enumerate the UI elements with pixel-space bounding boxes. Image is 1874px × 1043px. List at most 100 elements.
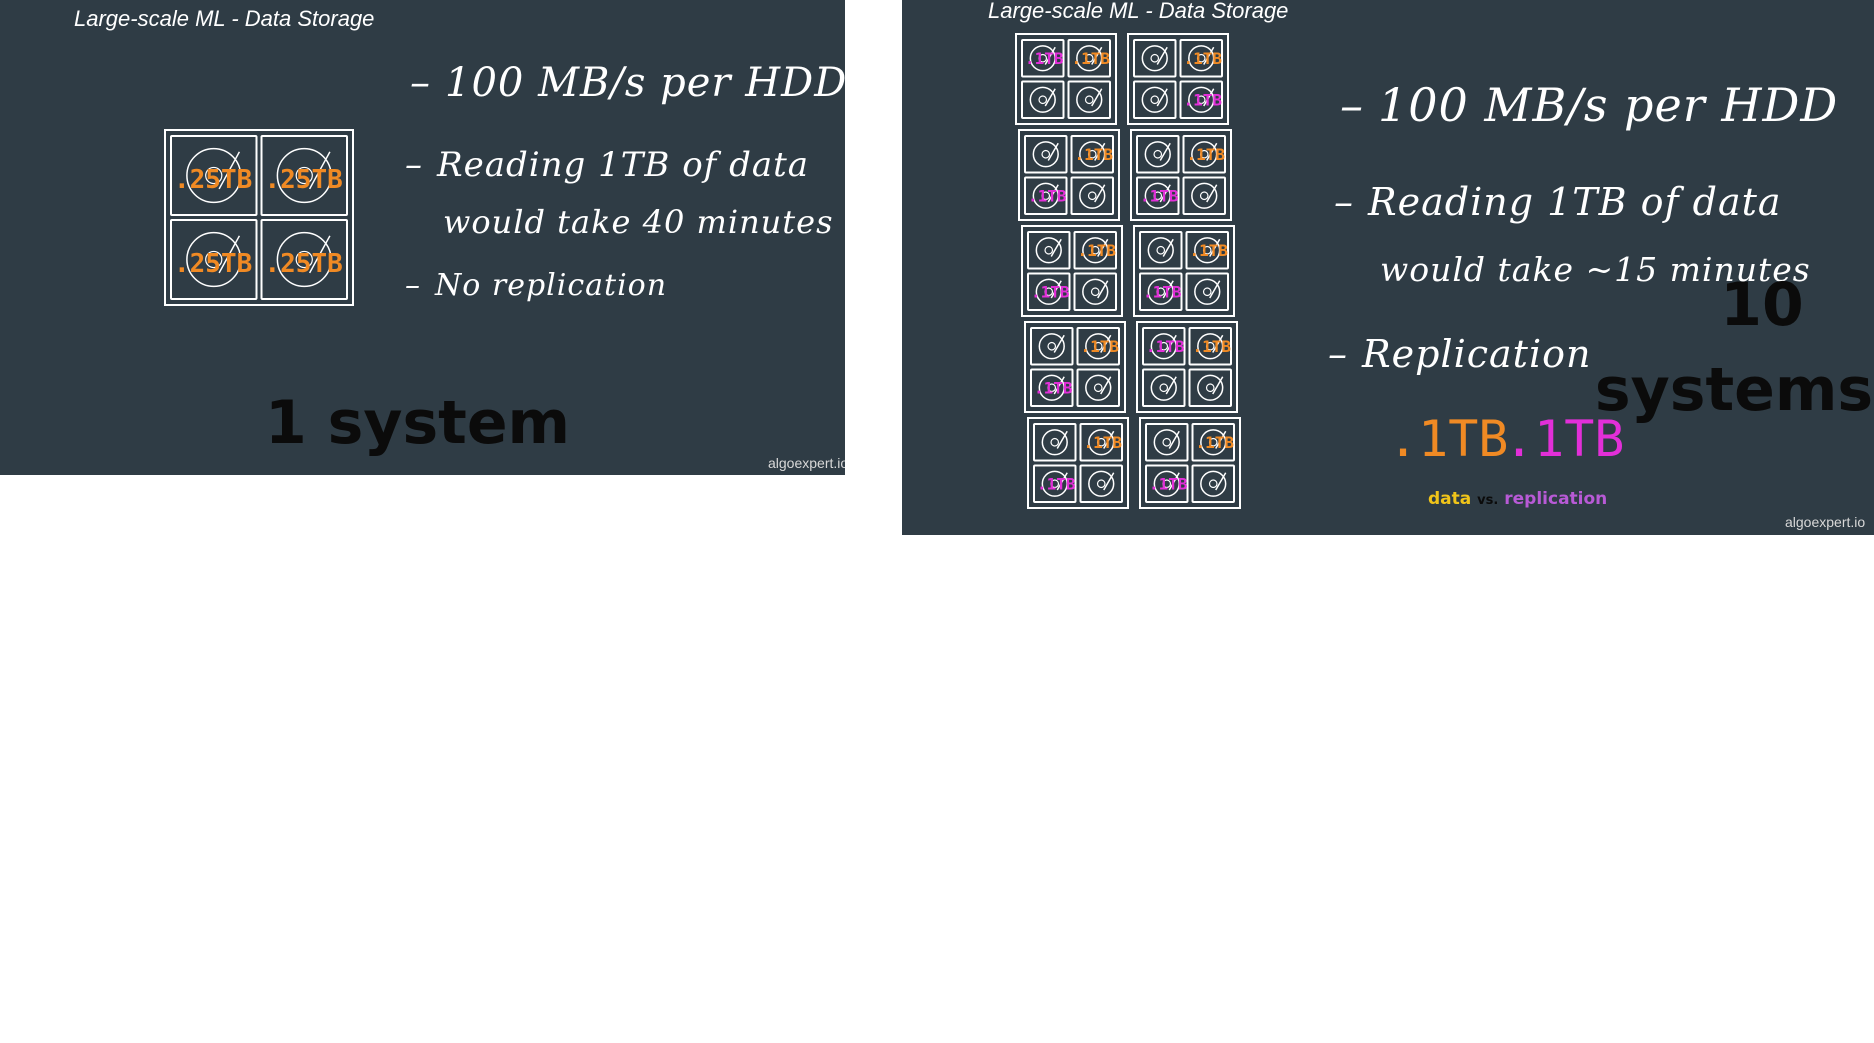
bullet-reading-cont: would take ~15 minutes: [1380, 250, 1811, 289]
platter-icon: [1076, 45, 1103, 72]
platter-icon: [1200, 470, 1227, 497]
read-arm-icon: [1159, 142, 1171, 161]
drive-capacity-label: .1TB: [1034, 379, 1073, 398]
read-arm-icon: [1094, 142, 1106, 161]
hard-drive-icon: [1021, 80, 1065, 119]
drive-capacity-label: .1TB: [1193, 337, 1232, 356]
drive-outline: [1142, 327, 1186, 366]
hard-drive-icon: .25TB: [260, 219, 348, 300]
bullet-replication-text: Replication: [1362, 332, 1592, 376]
hard-drive-icon: [1033, 423, 1077, 462]
platter-icon: [1188, 45, 1215, 72]
hard-drive-icon: .1TB: [1033, 464, 1077, 503]
bullet-reading: –Reading 1TB of data: [405, 145, 810, 185]
spindle-icon: [1041, 191, 1051, 201]
spindle-icon: [1162, 479, 1172, 489]
bullet-reading-text: Reading 1TB of data: [1368, 180, 1782, 224]
read-arm-icon: [1209, 280, 1221, 299]
drive-outline: [1079, 464, 1123, 503]
platter-icon: [1079, 141, 1106, 168]
system-enclosure: [1136, 321, 1238, 413]
drive-outline: [1185, 231, 1229, 270]
drive-outline: [170, 135, 258, 216]
drive-capacity-label: .1TB: [1190, 241, 1229, 260]
system-enclosure: [1127, 33, 1229, 125]
hard-drive-icon: [1139, 231, 1183, 270]
bullet-throughput: –100 MB/s per HDD: [1340, 78, 1839, 132]
read-arm-icon: [1203, 88, 1215, 107]
spindle-icon: [1199, 191, 1209, 201]
read-arm-icon: [1050, 238, 1062, 257]
drive-capacity-label: .25TB: [265, 165, 343, 195]
drive-capacity-label: .1TB: [1028, 187, 1067, 206]
spindle-icon: [1038, 95, 1048, 105]
spindle-icon: [1196, 53, 1206, 63]
spindle-icon: [1205, 383, 1215, 393]
spindle-icon: [1162, 437, 1172, 447]
spindle-icon: [1159, 383, 1169, 393]
drive-outline: [1145, 464, 1189, 503]
drive-outline: [1024, 176, 1068, 215]
spindle-icon: [1196, 95, 1206, 105]
hard-drive-icon: [1145, 423, 1189, 462]
drive-capacity-label: .1TB: [1025, 49, 1064, 68]
platter-icon: [1035, 237, 1062, 264]
bullet-reading-cont: would take 40 minutes: [443, 203, 834, 241]
spindle-icon: [1093, 383, 1103, 393]
platter-icon: [1191, 141, 1218, 168]
spindle-icon: [205, 250, 223, 269]
read-arm-icon: [1206, 184, 1218, 203]
drive-capacity-label: .25TB: [174, 165, 252, 195]
platter-icon: [1191, 182, 1218, 209]
drive-outline: [1073, 272, 1117, 311]
legend-vs: vs.: [1477, 493, 1499, 508]
read-arm-icon: [1203, 46, 1215, 65]
drive-outline: [1030, 327, 1074, 366]
drive-capacity-label: .1TB: [1031, 283, 1070, 302]
read-arm-icon: [1209, 238, 1221, 257]
drive-outline: [1188, 368, 1232, 407]
drive-outline: [1073, 231, 1117, 270]
drive-outline: [170, 219, 258, 300]
watermark: algoexpert.io: [768, 455, 845, 471]
read-arm-icon: [1091, 46, 1103, 65]
hard-drive-icon: .25TB: [260, 135, 348, 216]
drive-outline: [1067, 80, 1111, 119]
drive-outline: [1021, 80, 1065, 119]
spindle-icon: [1093, 341, 1103, 351]
hard-drive-icon: .1TB: [1179, 39, 1223, 78]
hard-drive-icon: [1182, 176, 1226, 215]
spindle-icon: [1047, 341, 1057, 351]
read-arm-icon: [1156, 46, 1168, 65]
bullet-replication: –Replication: [1328, 332, 1592, 376]
read-arm-icon: [1215, 430, 1227, 449]
spindle-icon: [1044, 287, 1054, 297]
replication-stack-label: .1TB: [1504, 410, 1625, 468]
caption-one-system: 1 system: [265, 388, 571, 458]
read-arm-icon: [1091, 88, 1103, 107]
platter-icon: [1194, 237, 1221, 264]
hard-drive-icon: .1TB: [1073, 231, 1117, 270]
spindle-icon: [205, 166, 223, 185]
platter-icon: [1153, 429, 1180, 456]
system-enclosure: [164, 129, 354, 306]
drive-capacity-label: .1TB: [1081, 337, 1120, 356]
hard-drive-icon: .25TB: [170, 135, 258, 216]
platter-icon: [1200, 429, 1227, 456]
drive-outline: [1024, 135, 1068, 174]
spindle-icon: [1041, 149, 1051, 159]
spindle-icon: [1159, 341, 1169, 351]
system-enclosure: [1027, 417, 1129, 509]
platter-icon: [276, 231, 332, 288]
drive-rack-diagram: .1TB.1TB.1TB.1TB.1TB.1TB.1TB.1TB.1TB.1TB…: [1015, 33, 1241, 509]
read-arm-icon: [1100, 334, 1112, 353]
spindle-icon: [295, 250, 313, 269]
bullet-throughput-text: 100 MB/s per HDD: [1378, 78, 1839, 132]
bullet-reading-text: Reading 1TB of data: [437, 145, 810, 185]
drive-outline: [1079, 423, 1123, 462]
platter-icon: [1197, 374, 1224, 401]
platter-icon: [186, 231, 242, 288]
platter-icon: [1029, 45, 1056, 72]
drive-outline: [1070, 135, 1114, 174]
spindle-icon: [1202, 287, 1212, 297]
